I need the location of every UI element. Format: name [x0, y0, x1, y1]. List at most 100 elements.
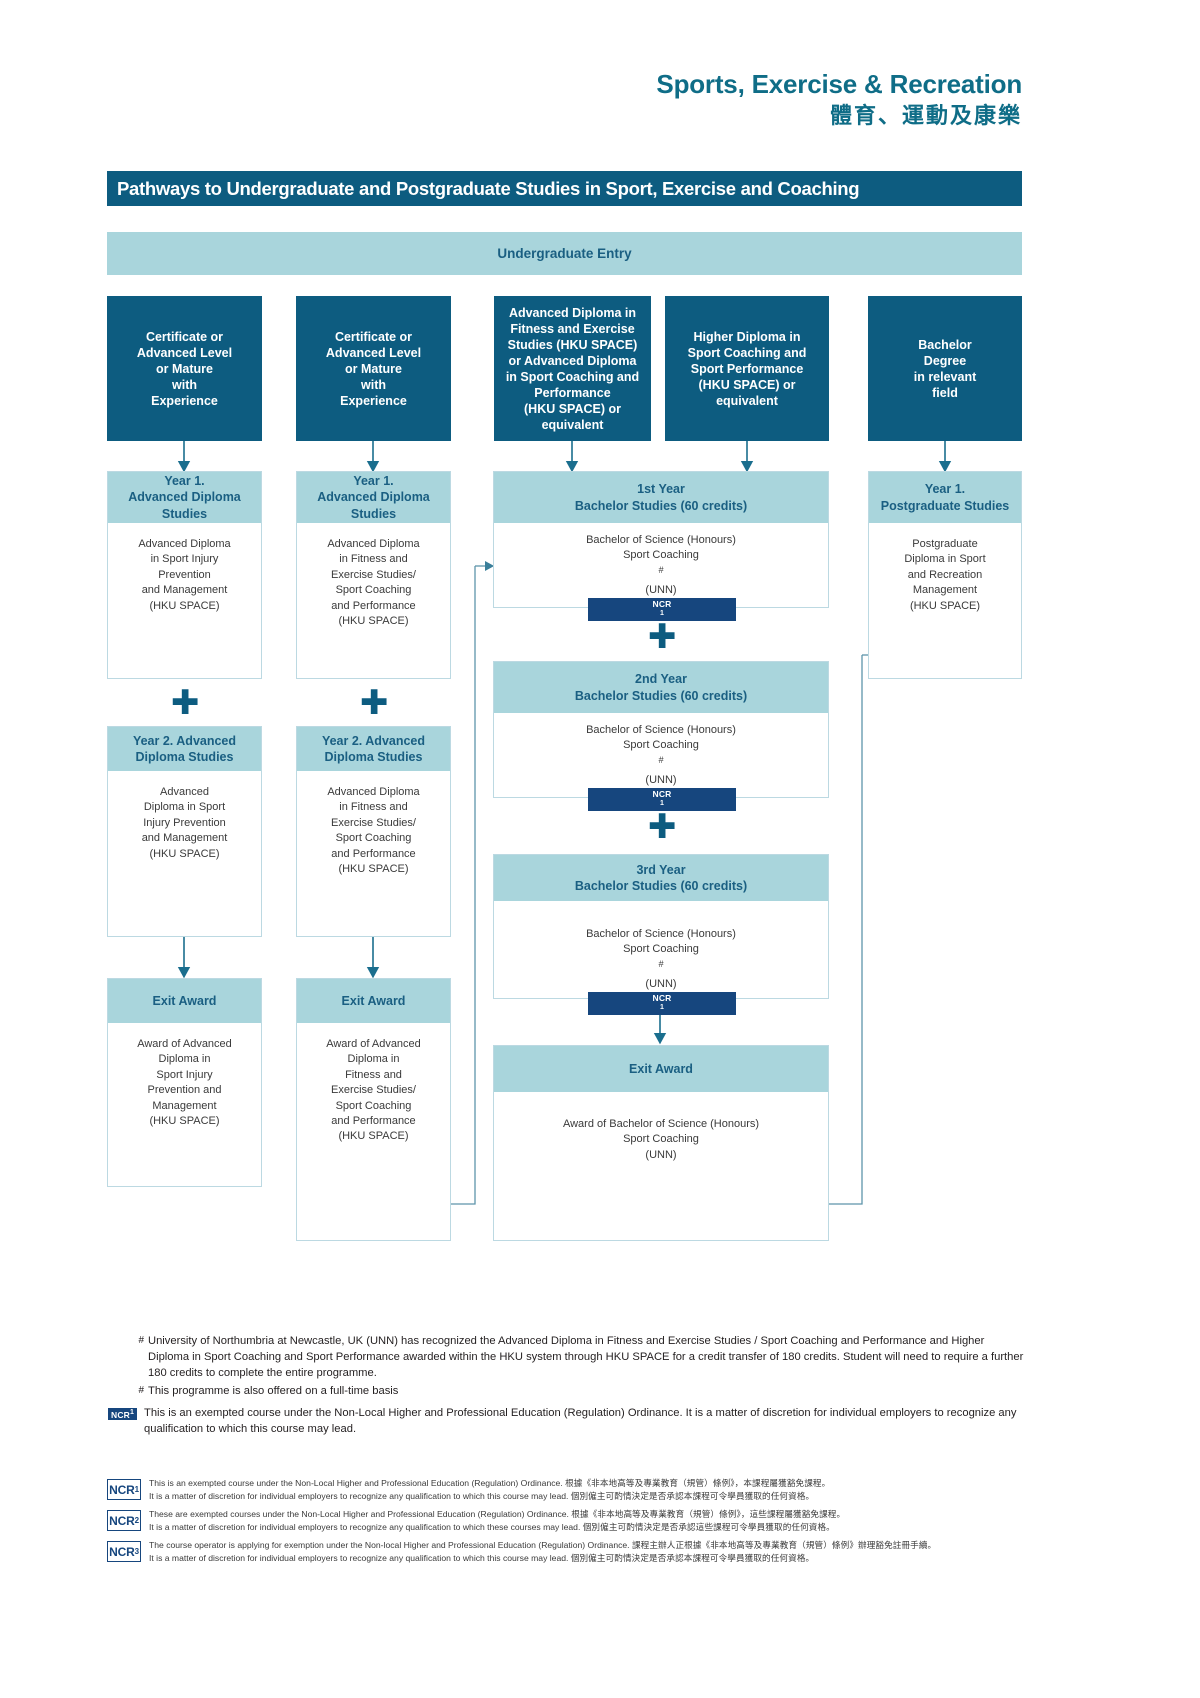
col2-year2-card: Year 2. Advanced Diploma Studies Advance…	[296, 726, 451, 937]
footnote-text: This is an exempted course under the Non…	[144, 1407, 1017, 1435]
col4-postgraduate-body: Postgraduate Diploma in Sport and Recrea…	[869, 523, 1021, 678]
ncr-line-zh: 課程主辦人正根據《非本地高等及專業教育（規管）條例》辦理豁免註冊手續。	[631, 1540, 937, 1551]
col2-year1-body-text: Advanced Diploma in Fitness and Exercise…	[327, 538, 420, 627]
col1-exit-award-card: Exit Award Award of Advanced Diploma in …	[107, 978, 262, 1187]
entry-box-certificate-1: Certificate or Advanced Level or Mature …	[107, 296, 262, 441]
degree-line-2: Sport Coaching#	[623, 739, 699, 765]
entry-box-advanced-diploma: Advanced Diploma in Fitness and Exercise…	[494, 296, 651, 441]
ncr-line-zh: 根據《非本地高等及專業教育（規管）條例》，本課程屬獲豁免課程。	[565, 1478, 831, 1488]
ncr-legend-text: These are exempted courses under the Non…	[149, 1508, 845, 1534]
col1-year1-header: Year 1. Advanced Diploma Studies	[108, 472, 261, 523]
col3-year1-body: Bachelor of Science (Honours) Sport Coac…	[494, 523, 828, 622]
entry-box-higher-diploma: Higher Diploma in Sport Coaching and Spo…	[665, 296, 829, 441]
ncr-badge: NCR1	[108, 1408, 138, 1421]
col3-plus-icon-1: ✚	[648, 617, 677, 657]
col2-exit-award-body: Award of Advanced Diploma in Fitness and…	[297, 1023, 450, 1240]
entry-box-bachelor-degree: Bachelor Degree in relevant field	[868, 296, 1022, 441]
ncr-line-en: It is a matter of discretion for individ…	[149, 1522, 581, 1533]
col3-year2-card: 2nd Year Bachelor Studies (60 credits) B…	[493, 661, 829, 812]
col3-year2-body: Bachelor of Science (Honours) Sport Coac…	[494, 713, 828, 812]
col3-exit-award-header: Exit Award	[494, 1046, 828, 1092]
footnote-2: # This programme is also offered on a fu…	[126, 1384, 1026, 1400]
header-title-en: Sports, Exercise & Recreation	[656, 69, 1022, 99]
footnote-marker: #	[138, 1335, 144, 1346]
degree-line-1: Bachelor of Science (Honours)	[586, 928, 736, 940]
ncr-line-en: This is an exempted course under the Non…	[149, 1478, 563, 1488]
col3-year3-header: 3rd Year Bachelor Studies (60 credits)	[494, 855, 828, 901]
ncr-line-zh: 個別僱主可酌情決定是否承認這些課程可令學員獲取的任何資格。	[582, 1522, 835, 1533]
col1-year1-body: Advanced Diploma in Sport Injury Prevent…	[108, 523, 261, 678]
ncr-legend-text: This is an exempted course under the Non…	[149, 1477, 830, 1503]
footnote-3: NCR1 This is an exempted course under th…	[108, 1406, 1026, 1438]
degree-line-1: Bachelor of Science (Honours)	[586, 724, 736, 736]
col1-year2-body-text: Advanced Diploma in Sport Injury Prevent…	[141, 786, 228, 860]
degree-line-2: Sport Coaching#	[623, 943, 699, 969]
col4-postgraduate-body-text: Postgraduate Diploma in Sport and Recrea…	[904, 538, 986, 612]
page-header: Sports, Exercise & Recreation 體育、運動及康樂	[656, 70, 1022, 130]
col3-year1-card: 1st Year Bachelor Studies (60 credits) B…	[493, 471, 829, 622]
col1-exit-award-header: Exit Award	[108, 979, 261, 1023]
col3-plus-icon-2: ✚	[648, 807, 677, 847]
col2-year2-body-text: Advanced Diploma in Fitness and Exercise…	[327, 786, 420, 875]
col3-year1-body-text: Bachelor of Science (Honours) Sport Coac…	[586, 533, 736, 622]
col1-exit-award-body: Award of Advanced Diploma in Sport Injur…	[108, 1023, 261, 1186]
degree-line-2: Sport Coaching#	[623, 549, 699, 575]
ncr-legend-text: The course operator is applying for exem…	[149, 1539, 936, 1565]
footnote-1: # University of Northumbria at Newcastle…	[126, 1334, 1026, 1382]
col2-year2-body: Advanced Diploma in Fitness and Exercise…	[297, 771, 450, 936]
ncr-line-zh: 個別僱主可酌情決定是否承認本課程可令學員獲取的任何資格。	[570, 1553, 815, 1564]
entry-box-label: Bachelor Degree in relevant field	[913, 337, 977, 400]
col3-exit-award-card: Exit Award Award of Bachelor of Science …	[493, 1045, 829, 1241]
ncr-line-en: The course operator is applying for exem…	[149, 1540, 630, 1551]
col3-year2-body-text: Bachelor of Science (Honours) Sport Coac…	[586, 723, 736, 812]
col4-postgraduate-card: Year 1. Postgraduate Studies Postgraduat…	[868, 471, 1022, 679]
col1-year2-header: Year 2. Advanced Diploma Studies	[108, 727, 261, 771]
col1-exit-award-body-text: Award of Advanced Diploma in Sport Injur…	[137, 1038, 232, 1127]
col3-year1-header: 1st Year Bachelor Studies (60 credits)	[494, 472, 828, 523]
col3-year2-header: 2nd Year Bachelor Studies (60 credits)	[494, 662, 828, 713]
col1-year2-card: Year 2. Advanced Diploma Studies Advance…	[107, 726, 262, 937]
ncr-line-en: It is a matter of discretion for individ…	[149, 1553, 569, 1564]
page-title: Pathways to Undergraduate and Postgradua…	[107, 171, 1022, 206]
col4-postgraduate-header: Year 1. Postgraduate Studies	[869, 472, 1021, 523]
ncr-line-zh: 根據《非本地高等及專業教育（規管）條例》，這些課程屬獲豁免課程。	[571, 1509, 846, 1520]
col1-year1-card: Year 1. Advanced Diploma Studies Advance…	[107, 471, 262, 679]
col2-exit-award-card: Exit Award Award of Advanced Diploma in …	[296, 978, 451, 1241]
col2-exit-award-body-text: Award of Advanced Diploma in Fitness and…	[326, 1038, 421, 1143]
degree-line-1: Bachelor of Science (Honours)	[586, 534, 736, 546]
col2-year2-header: Year 2. Advanced Diploma Studies	[297, 727, 450, 771]
col2-exit-award-header: Exit Award	[297, 979, 450, 1023]
entry-box-label: Certificate or Advanced Level or Mature …	[325, 329, 422, 408]
footnote-marker: #	[138, 1385, 144, 1396]
col3-exit-award-body-text: Award of Bachelor of Science (Honours) S…	[562, 1118, 760, 1161]
entry-box-label: Certificate or Advanced Level or Mature …	[136, 329, 233, 408]
undergraduate-entry-band: Undergraduate Entry	[107, 232, 1022, 275]
col3-exit-award-body: Award of Bachelor of Science (Honours) S…	[494, 1092, 828, 1240]
entry-box-label: Advanced Diploma in Fitness and Exercise…	[505, 305, 640, 432]
col3-year3-body: Bachelor of Science (Honours) Sport Coac…	[494, 901, 828, 1016]
ncr-line-zh: 個別僱主可酌情決定是否承認本課程可令學員獲取的任何資格。	[570, 1491, 815, 1502]
col2-year1-header: Year 1. Advanced Diploma Studies	[297, 472, 450, 523]
entry-box-certificate-2: Certificate or Advanced Level or Mature …	[296, 296, 451, 441]
col3-year3-card: 3rd Year Bachelor Studies (60 credits) B…	[493, 854, 829, 1016]
col1-plus-icon: ✚	[171, 683, 200, 723]
col1-year2-body: Advanced Diploma in Sport Injury Prevent…	[108, 771, 261, 936]
col2-year1-body: Advanced Diploma in Fitness and Exercise…	[297, 523, 450, 678]
col2-plus-icon: ✚	[360, 683, 389, 723]
entry-box-label: Higher Diploma in Sport Coaching and Spo…	[687, 329, 807, 408]
col3-year3-body-text: Bachelor of Science (Honours) Sport Coac…	[586, 927, 736, 1016]
footnote-text: This programme is also offered on a full…	[148, 1385, 399, 1397]
header-title-zh: 體育、運動及康樂	[829, 102, 1022, 128]
